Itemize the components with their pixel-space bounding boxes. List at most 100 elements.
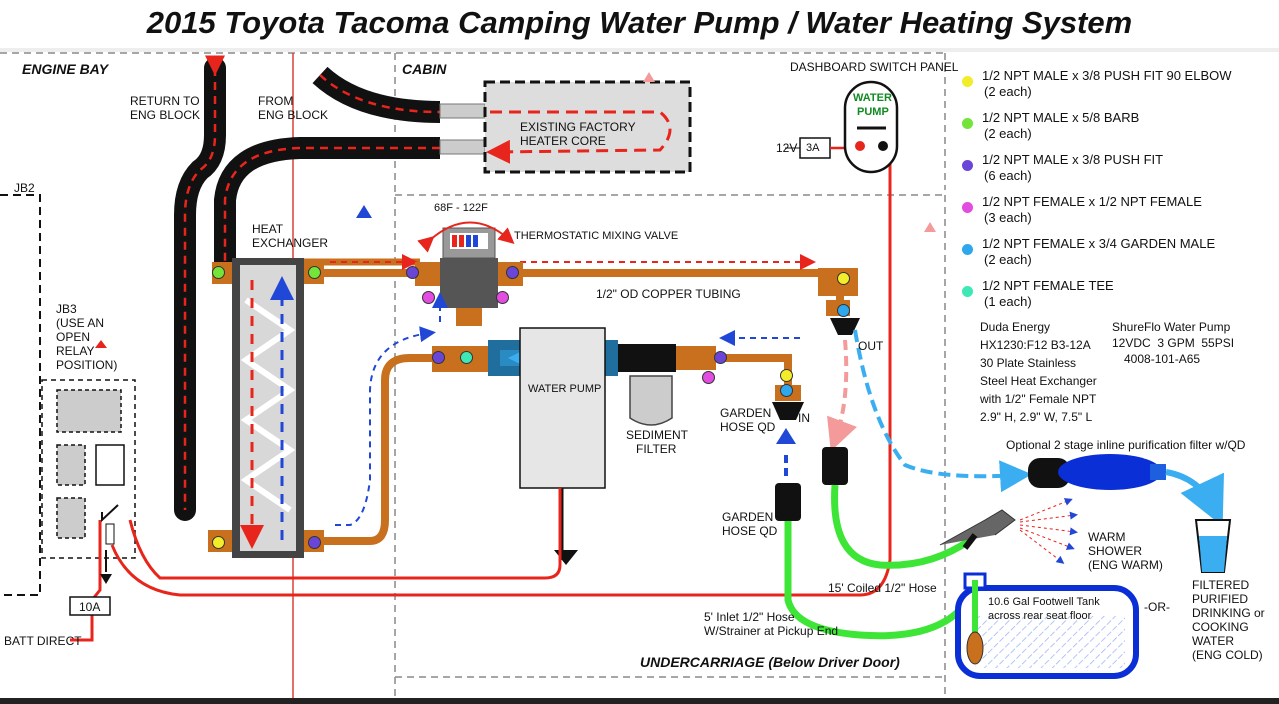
in-label: IN [798, 411, 810, 425]
jb3-box [41, 379, 136, 559]
return-label-2: ENG BLOCK [130, 108, 201, 122]
legend-text: 1/2 NPT FEMALE x 1/2 NPT FEMALE [982, 194, 1202, 209]
legend-text: 1/2 NPT MALE x 3/8 PUSH FIT 90 ELBOW [982, 68, 1232, 83]
hx-label-1: HEAT [252, 222, 284, 236]
legend-text: 1/2 NPT FEMALE TEE [982, 278, 1114, 293]
hx-spec-1: Duda Energy [980, 320, 1051, 334]
legend-dot [962, 202, 973, 213]
heater-core [483, 80, 692, 174]
hx-spec-6: 2.9" H, 2.9" W, 7.5" L [980, 410, 1093, 424]
shower-label-1: WARM [1088, 530, 1126, 544]
fuse-3a-label: 3A [806, 142, 820, 154]
fitting-dot [714, 351, 727, 364]
hx-label-2: EXCHANGER [252, 236, 329, 250]
drink-label-1: FILTERED [1192, 578, 1250, 592]
mixing-valve-label: THERMOSTATIC MIXING VALVE [514, 230, 679, 242]
sediment-label-2: FILTER [636, 442, 677, 456]
jb2-box [0, 194, 41, 596]
fitting-dot [780, 369, 793, 382]
zone-cabin: CABIN [402, 61, 447, 77]
out-label: OUT [858, 339, 884, 353]
legend-count: (2 each) [984, 126, 1032, 141]
legend-count: (2 each) [984, 252, 1032, 267]
fitting-dot [308, 536, 321, 549]
fitting-dot [837, 272, 850, 285]
return-hose [174, 57, 226, 521]
hx-spec-5: with 1/2" Female NPT [980, 392, 1097, 406]
fitting-dot [212, 536, 225, 549]
fitting-dot [780, 384, 793, 397]
sediment-label-1: SEDIMENT [626, 428, 689, 442]
pump-spec-1: ShureFlo Water Pump [1112, 320, 1231, 334]
switch-label-1: WATER [853, 92, 892, 104]
water-pump-label: WATER PUMP [528, 383, 602, 395]
heater-label-1: EXISTING FACTORY [520, 120, 636, 134]
legend-text: 1/2 NPT MALE x 5/8 BARB [982, 110, 1140, 125]
drink-label-4: COOKING [1192, 620, 1249, 634]
from-hose-top [312, 66, 441, 123]
heater-label-2: HEATER CORE [520, 134, 606, 148]
fitting-dot [212, 266, 225, 279]
jb2-label: JB2 [14, 181, 35, 195]
legend-text: 1/2 NPT MALE x 3/8 PUSH FIT [982, 152, 1164, 167]
batt-direct-label: BATT DIRECT [4, 634, 82, 648]
zone-dashboard: DASHBOARD SWITCH PANEL [790, 60, 959, 74]
fitting-dot [702, 371, 715, 384]
legend-dot [962, 76, 973, 87]
tank-label-1: 10.6 Gal Footwell Tank [988, 596, 1100, 608]
zone-engine-bay: ENGINE BAY [22, 61, 109, 77]
inlet-hose-label-1: 5' Inlet 1/2" Hose [704, 610, 795, 624]
fitting-dot [496, 291, 509, 304]
shower-label-2: SHOWER [1088, 544, 1142, 558]
fitting-dot [837, 304, 850, 317]
drink-label-3: DRINKING or [1192, 606, 1265, 620]
jb3-label-2: (USE AN [56, 316, 105, 330]
water-pump-body [519, 327, 606, 489]
zone-borders [0, 52, 946, 698]
drink-label-5: WATER [1192, 634, 1234, 648]
jb3-label-3: OPEN [56, 330, 91, 344]
shower-label-3: (ENG WARM) [1088, 558, 1163, 572]
mixing-valve [440, 258, 498, 308]
legend-dot [962, 118, 973, 129]
fitting-dot [460, 351, 473, 364]
page-title: 2015 Toyota Tacoma Camping Water Pump / … [146, 5, 1133, 40]
from-label-1: FROM [258, 94, 294, 108]
drink-label-6: (ENG COLD) [1192, 648, 1263, 662]
fitting-dot [432, 351, 445, 364]
garden-qd-1-label-2: HOSE QD [720, 420, 776, 434]
garden-qd-2-label-2: HOSE QD [722, 524, 778, 538]
drink-label-2: PURIFIED [1192, 592, 1249, 606]
fitting-dot [422, 291, 435, 304]
hx-spec-4: Steel Heat Exchanger [980, 374, 1097, 388]
coiled-hose-label: 15' Coiled 1/2" Hose [828, 581, 937, 595]
legend-dot [962, 244, 973, 255]
garden-qd-1-label-1: GARDEN [720, 406, 772, 420]
legend-count: (6 each) [984, 168, 1032, 183]
fitting-dot [406, 266, 419, 279]
hx-spec-2: HX1230:F12 B3-12A [980, 338, 1091, 352]
fitting-dot [506, 266, 519, 279]
inlet-hose-label-2: W/Strainer at Pickup End [704, 624, 839, 638]
or-label: -OR- [1144, 600, 1170, 614]
jb3-label-4: RELAY [56, 344, 95, 358]
jb3-label-1: JB3 [56, 302, 77, 316]
bottom-bar [0, 698, 1279, 704]
legend-dot [962, 160, 973, 171]
copper-tubing-label: 1/2" OD COPPER TUBING [596, 287, 741, 301]
from-label-2: ENG BLOCK [258, 108, 329, 122]
fuse-10a-label: 10A [79, 600, 101, 614]
garden-qd-2-label-1: GARDEN [722, 510, 774, 524]
return-label-1: RETURN TO [130, 94, 200, 108]
legend-count: (2 each) [984, 84, 1032, 99]
temp-range-label: 68F - 122F [434, 202, 488, 214]
voltage-label: 12V [776, 141, 798, 155]
pump-spec-3: 4008-101-A65 [1124, 352, 1201, 366]
legend-dot [962, 286, 973, 297]
tank-label-2: across rear seat floor [988, 610, 1092, 622]
fitting-dot [308, 266, 321, 279]
purification-filter [1058, 454, 1162, 490]
switch-label-2: PUMP [857, 106, 889, 118]
